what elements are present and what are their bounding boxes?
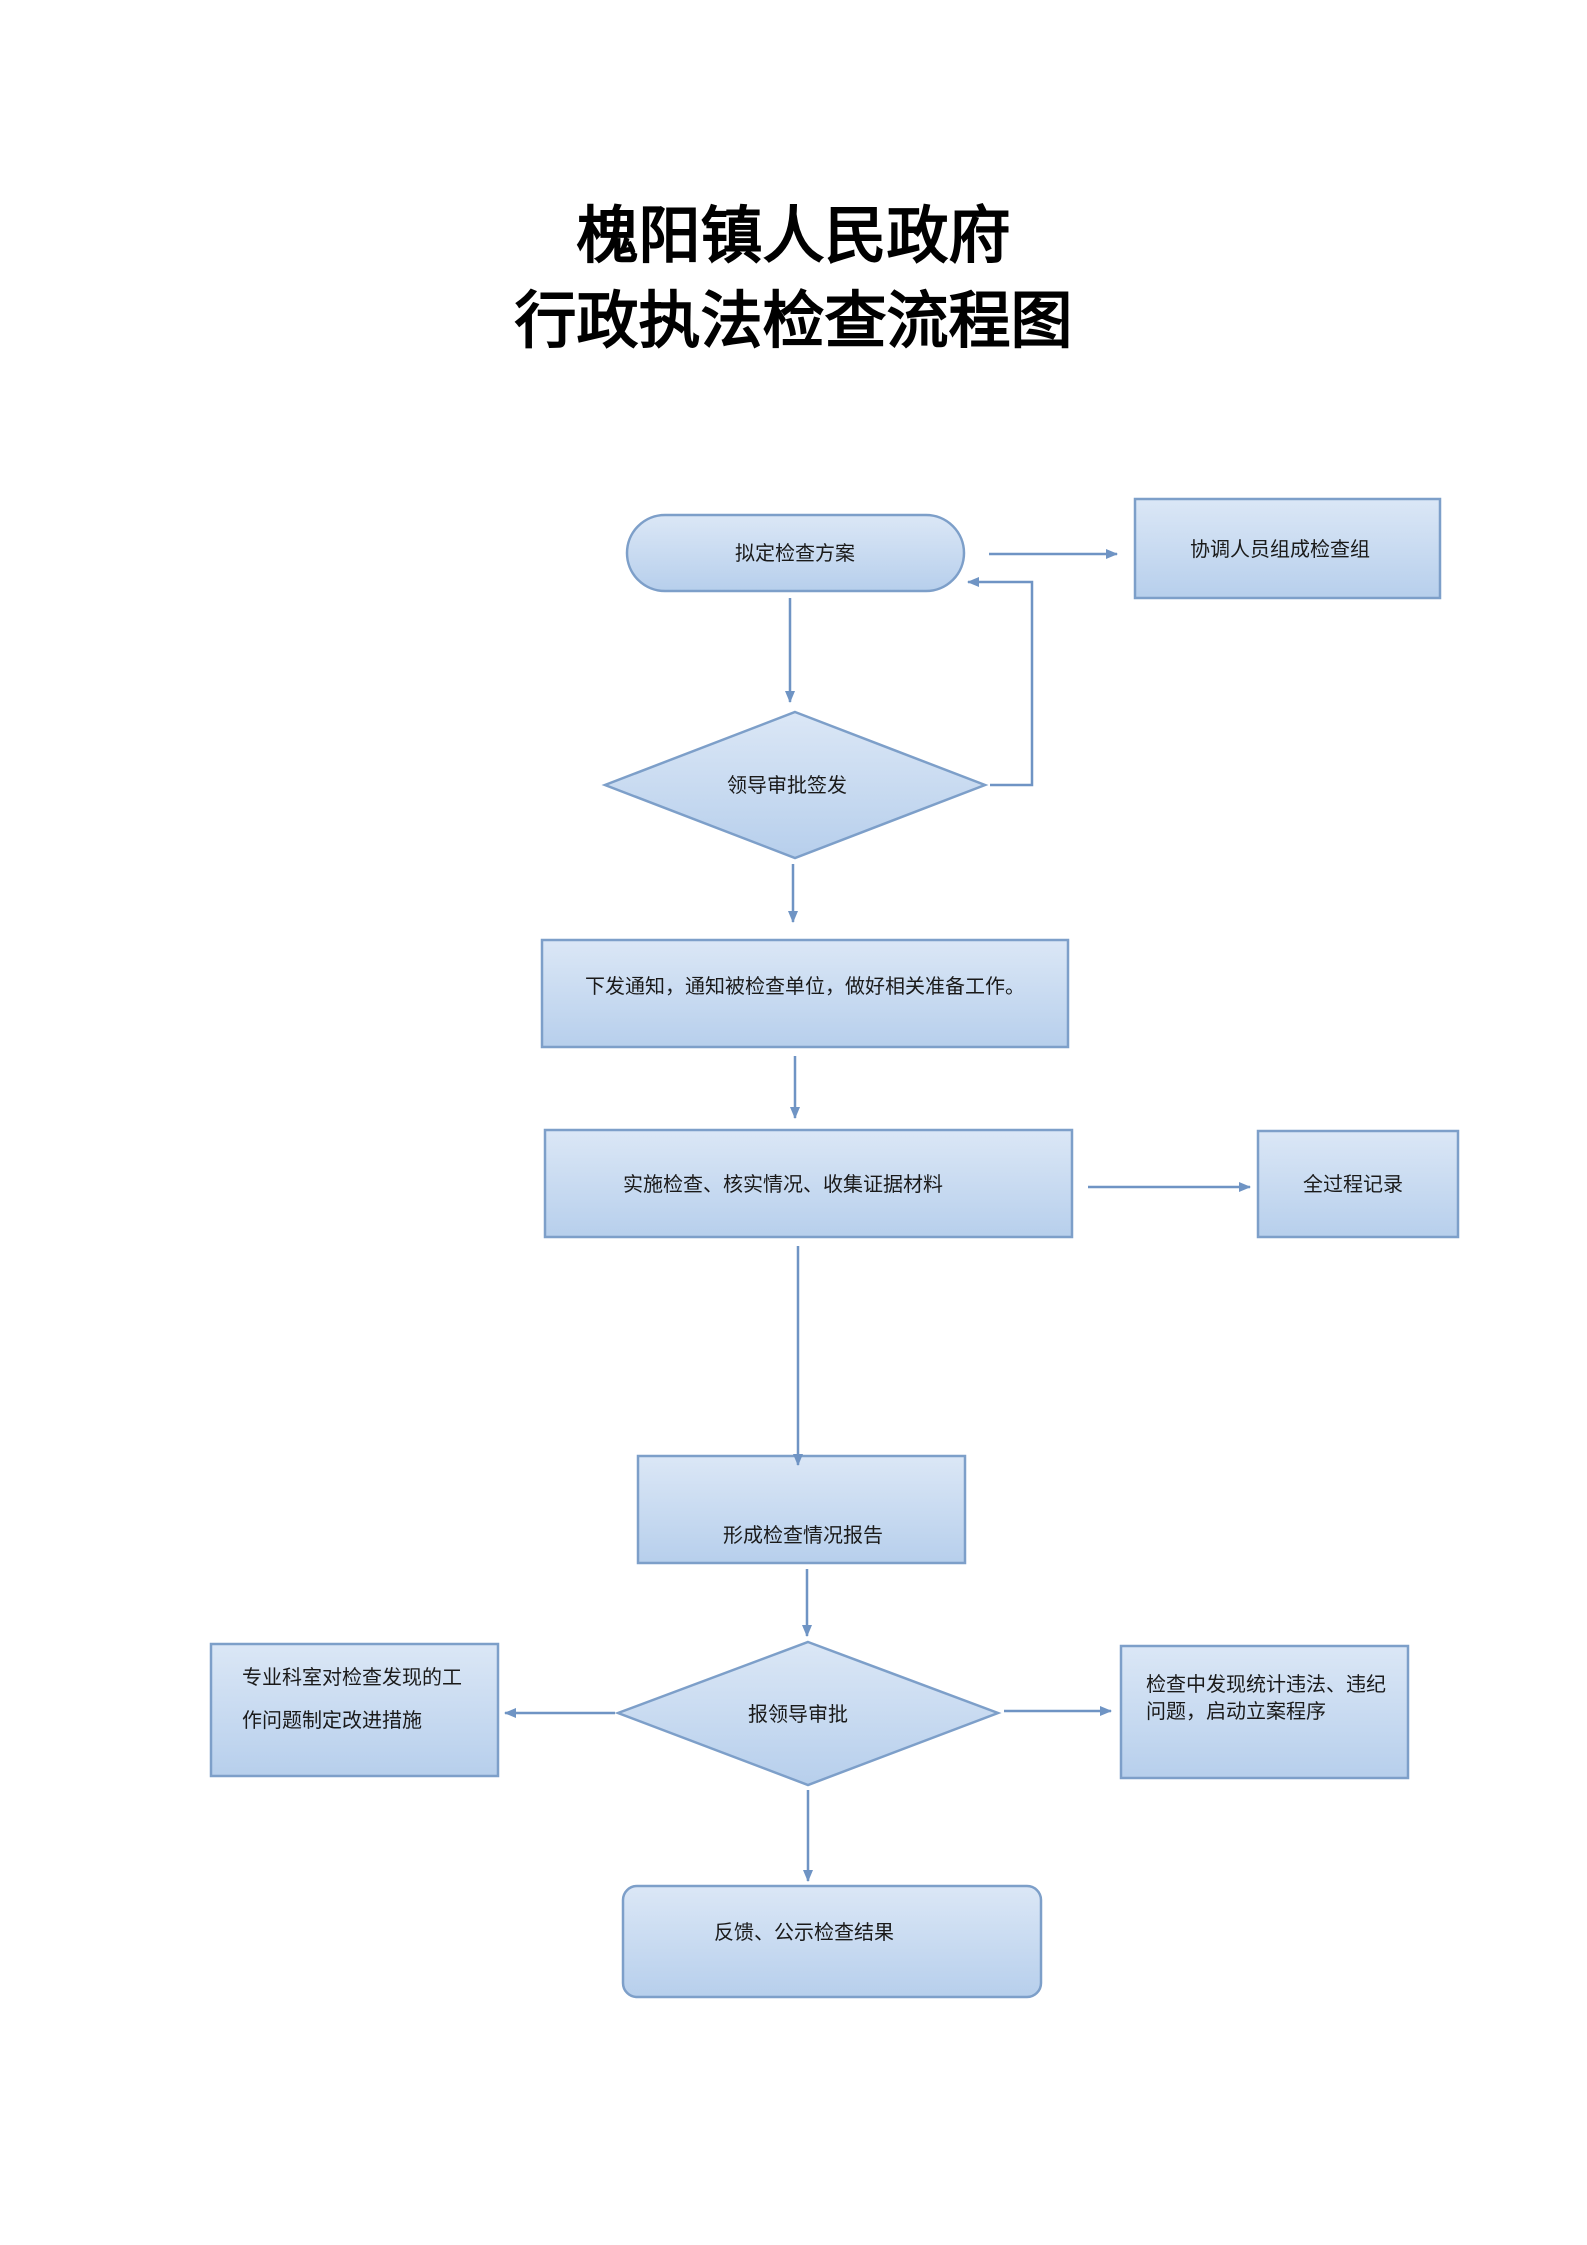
node-draft-plan-label: 拟定检查方案 bbox=[735, 541, 855, 565]
node-feedback: 反馈、公示检查结果 bbox=[621, 1884, 1043, 1999]
node-rectify: 专业科室对检查发现的工 作问题制定改进措施 bbox=[209, 1642, 500, 1778]
node-violation: 检查中发现统计违法、违纪 问题，启动立案程序 bbox=[1119, 1644, 1410, 1780]
node-record-label: 全过程记录 bbox=[1303, 1172, 1403, 1196]
title-line-2: 行政执法检查流程图 bbox=[514, 284, 1073, 357]
arrow-approval-feedback-loop bbox=[967, 577, 1034, 787]
node-submit-leader: 报领导审批 bbox=[614, 1640, 1002, 1787]
title-line-1: 槐阳镇人民政府 bbox=[576, 199, 1011, 272]
node-leader-approval: 领导审批签发 bbox=[601, 710, 989, 860]
node-notify: 下发通知，通知被检查单位，做好相关准备工作。 bbox=[540, 938, 1070, 1049]
node-report-label: 形成检查情况报告 bbox=[723, 1523, 883, 1547]
node-rectify-label-1: 专业科室对检查发现的工 bbox=[242, 1665, 462, 1689]
node-coordinate-staff-label: 协调人员组成检查组 bbox=[1190, 537, 1370, 561]
node-report: 形成检查情况报告 bbox=[636, 1454, 967, 1565]
node-feedback-label: 反馈、公示检查结果 bbox=[714, 1920, 894, 1944]
node-draft-plan: 拟定检查方案 bbox=[625, 513, 966, 593]
node-rectify-label-2: 作问题制定改进措施 bbox=[242, 1708, 422, 1732]
node-submit-leader-label: 报领导审批 bbox=[748, 1702, 848, 1726]
node-notify-label: 下发通知，通知被检查单位，做好相关准备工作。 bbox=[585, 974, 1025, 998]
node-record: 全过程记录 bbox=[1256, 1129, 1460, 1239]
node-implement-label: 实施检查、核实情况、收集证据材料 bbox=[623, 1172, 943, 1196]
node-violation-label-2: 问题，启动立案程序 bbox=[1146, 1699, 1326, 1723]
node-leader-approval-label: 领导审批签发 bbox=[727, 773, 847, 797]
node-implement: 实施检查、核实情况、收集证据材料 bbox=[543, 1128, 1074, 1239]
node-coordinate-staff: 协调人员组成检查组 bbox=[1133, 497, 1442, 600]
node-violation-label-1: 检查中发现统计违法、违纪 bbox=[1146, 1672, 1386, 1696]
